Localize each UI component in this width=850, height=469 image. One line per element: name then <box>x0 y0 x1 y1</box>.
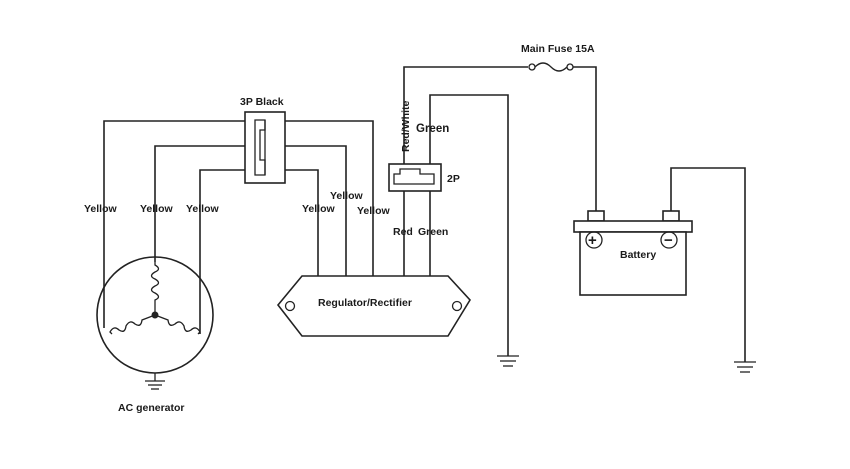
fuse-element <box>534 62 568 72</box>
battery-minus-symbol: − <box>664 232 673 249</box>
yellow-wire-3 <box>199 169 245 334</box>
yellow-wire-5 <box>285 145 347 276</box>
yellow-wire-4 <box>285 169 319 276</box>
regulator-mount-left <box>284 300 296 312</box>
yellow-label-5: Yellow <box>330 190 364 202</box>
connector-3p-black <box>244 111 286 184</box>
connector-3p-label: 3P Black <box>240 96 284 108</box>
regulator-rectifier: Regulator/Rectifier <box>276 275 471 337</box>
red-white-wire <box>403 66 528 164</box>
battery-label: Battery <box>620 249 656 261</box>
charge-output-wires <box>403 66 528 356</box>
fuse-to-battery-wire <box>573 66 597 211</box>
stator-neutral-point <box>151 311 159 319</box>
stator-coils <box>109 262 201 335</box>
coil-left <box>109 314 156 335</box>
regulator-ground <box>497 355 519 367</box>
green-bottom-label: Green <box>418 226 448 238</box>
red-label: Red <box>393 226 413 238</box>
battery-ground <box>734 361 756 373</box>
regulator-yellow-wires <box>285 120 374 276</box>
ac-generator: AC generator <box>96 256 214 414</box>
yellow-label-2: Yellow <box>140 203 174 215</box>
battery-top <box>573 220 693 233</box>
connector-2p-body <box>388 163 442 192</box>
main-fuse-label: Main Fuse 15A <box>521 43 595 55</box>
yellow-wire-6 <box>285 120 374 276</box>
battery-negative-terminal <box>660 231 678 249</box>
connector-2p-label: 2P <box>447 173 460 185</box>
regulator-mount-right <box>451 300 463 312</box>
battery-positive-terminal <box>585 231 603 249</box>
regulator-body <box>276 275 471 337</box>
yellow-wire-2 <box>154 145 245 262</box>
yellow-wire-1 <box>103 120 245 328</box>
battery-ground-wire <box>670 167 746 362</box>
battery-negative-post <box>662 210 680 222</box>
battery-positive-post <box>587 210 605 222</box>
fuse-terminal-right <box>566 63 574 71</box>
generator-ground <box>145 373 165 390</box>
fuse-terminal-left <box>528 63 536 71</box>
yellow-label-4: Yellow <box>302 203 336 215</box>
regulator-label: Regulator/Rectifier <box>318 297 412 309</box>
battery-body <box>579 231 687 296</box>
coil-top <box>150 262 160 315</box>
main-fuse <box>528 62 597 211</box>
ac-generator-label: AC generator <box>118 402 185 414</box>
green-top-label: Green <box>416 123 449 135</box>
battery: + − Battery <box>573 210 693 296</box>
connector-2p <box>388 163 442 192</box>
yellow-label-1: Yellow <box>84 203 118 215</box>
battery-plus-symbol: + <box>588 232 597 249</box>
connector-2p-key <box>393 168 435 185</box>
yellow-label-3: Yellow <box>186 203 220 215</box>
coil-right <box>154 314 201 335</box>
yellow-label-6: Yellow <box>357 205 391 217</box>
red-white-label: Red/White <box>400 101 412 152</box>
generator-yellow-wires <box>103 120 245 334</box>
green-wire-top <box>429 94 509 356</box>
